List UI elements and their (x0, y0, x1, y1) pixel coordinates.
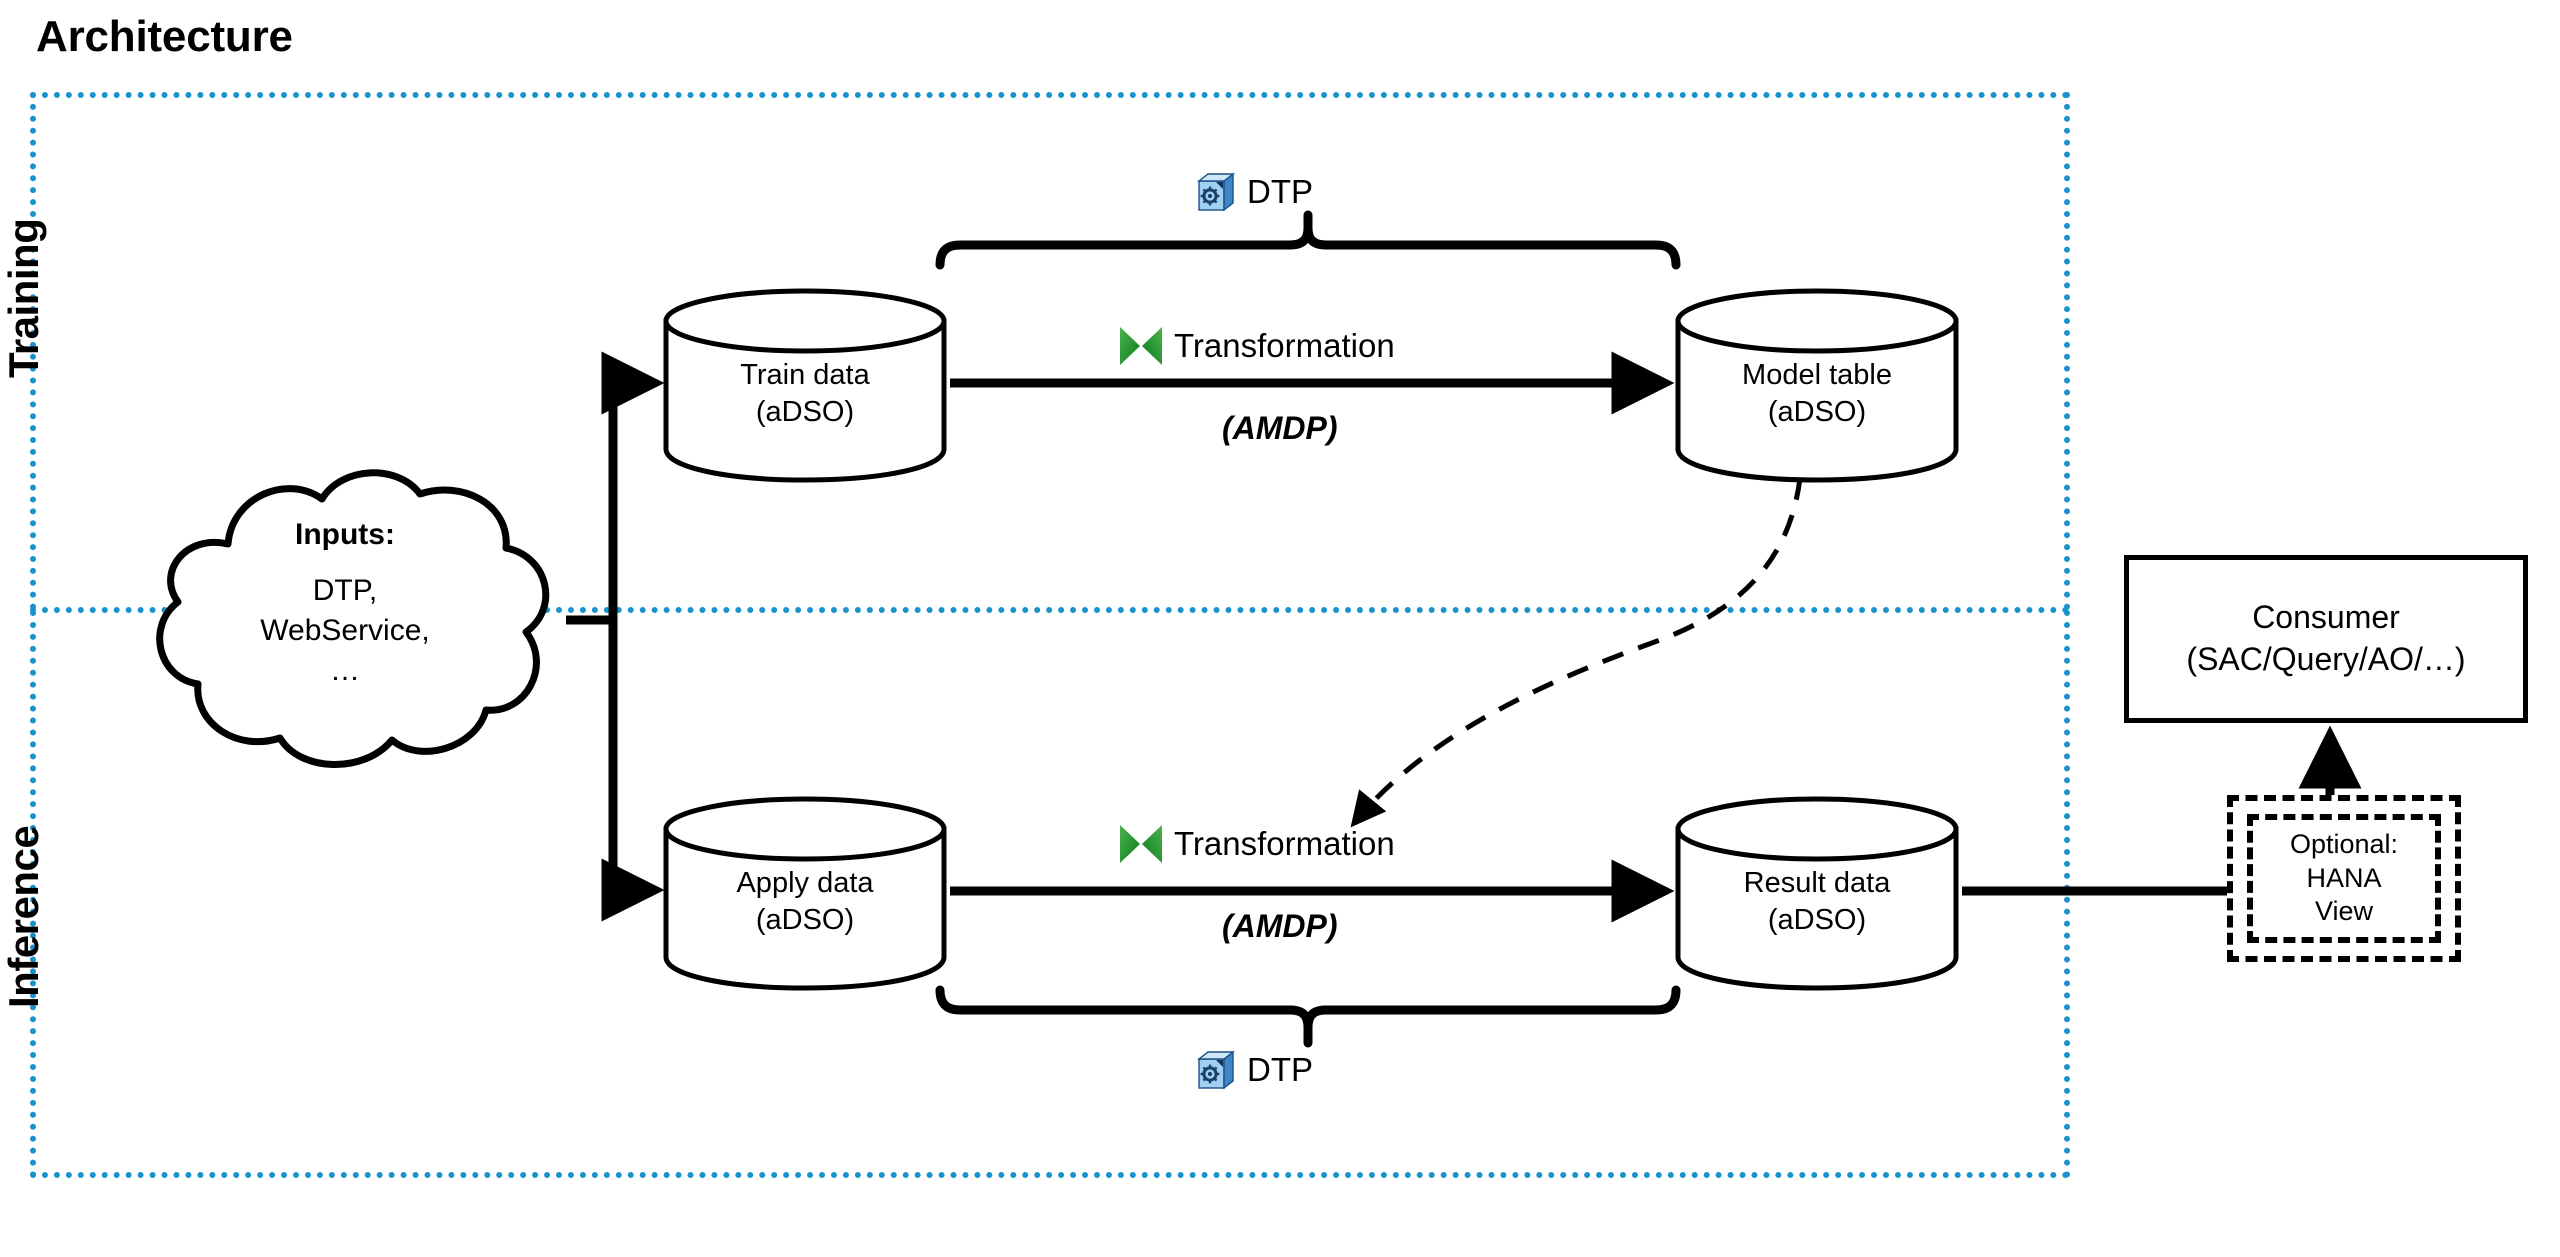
amdp-detail-training: (AMDP) (1222, 410, 1338, 446)
transformation-label-training[interactable]: Transformation (1118, 325, 1395, 367)
optional-line-1: Optional: (2289, 828, 2399, 859)
transformation-icon (1120, 825, 1162, 863)
cloud-line-3: … (330, 653, 360, 687)
inputs-cloud-text: Inputs: DTP, WebService, … (155, 515, 535, 691)
node-model-table[interactable]: Model table (aDSO) (1672, 285, 1962, 485)
cylinder-shape (1675, 796, 1959, 991)
optional-hana-view-inner: Optional: HANA View (2247, 814, 2441, 943)
transformation-icon (1120, 327, 1162, 365)
dtp-label-text: DTP (1247, 173, 1313, 210)
node-apply-data[interactable]: Apply data (aDSO) (660, 793, 950, 993)
cylinder-shape (663, 288, 947, 483)
training-region (30, 92, 2070, 610)
dtp-icon (1196, 172, 1236, 212)
training-section-label: Training (0, 218, 47, 378)
cloud-heading: Inputs: (295, 518, 395, 551)
consumer-line-1: Consumer (2252, 599, 2400, 636)
transformation-label-text: Transformation (1174, 825, 1395, 862)
transformation-label-inference[interactable]: Transformation (1118, 823, 1395, 865)
amdp-detail-inference: (AMDP) (1222, 908, 1338, 944)
dtp-label-training[interactable]: DTP (1196, 172, 1313, 212)
region-divider (30, 607, 2070, 613)
dtp-label-text: DTP (1247, 1051, 1313, 1088)
node-result-data[interactable]: Result data (aDSO) (1672, 793, 1962, 993)
node-optional-hana-view[interactable]: Optional: HANA View (2227, 795, 2461, 962)
cylinder-shape (663, 796, 947, 991)
optional-line-2: HANA (2306, 862, 2382, 893)
cylinder-shape (1675, 288, 1959, 483)
transformation-label-text: Transformation (1174, 327, 1395, 364)
inputs-cloud-shape (156, 469, 550, 768)
node-consumer[interactable]: Consumer (SAC/Query/AO/…) (2124, 555, 2528, 723)
page-title: Architecture (36, 12, 293, 61)
dtp-icon (1196, 1050, 1236, 1090)
inference-section-label: Inference (0, 825, 47, 1008)
cloud-line-1: DTP, (312, 573, 378, 607)
node-train-data[interactable]: Train data (aDSO) (660, 285, 950, 485)
dtp-label-inference[interactable]: DTP (1196, 1050, 1313, 1090)
consumer-line-2: (SAC/Query/AO/…) (2186, 641, 2466, 677)
optional-line-3: View (2314, 896, 2374, 927)
cloud-line-2: WebService, (260, 613, 430, 647)
